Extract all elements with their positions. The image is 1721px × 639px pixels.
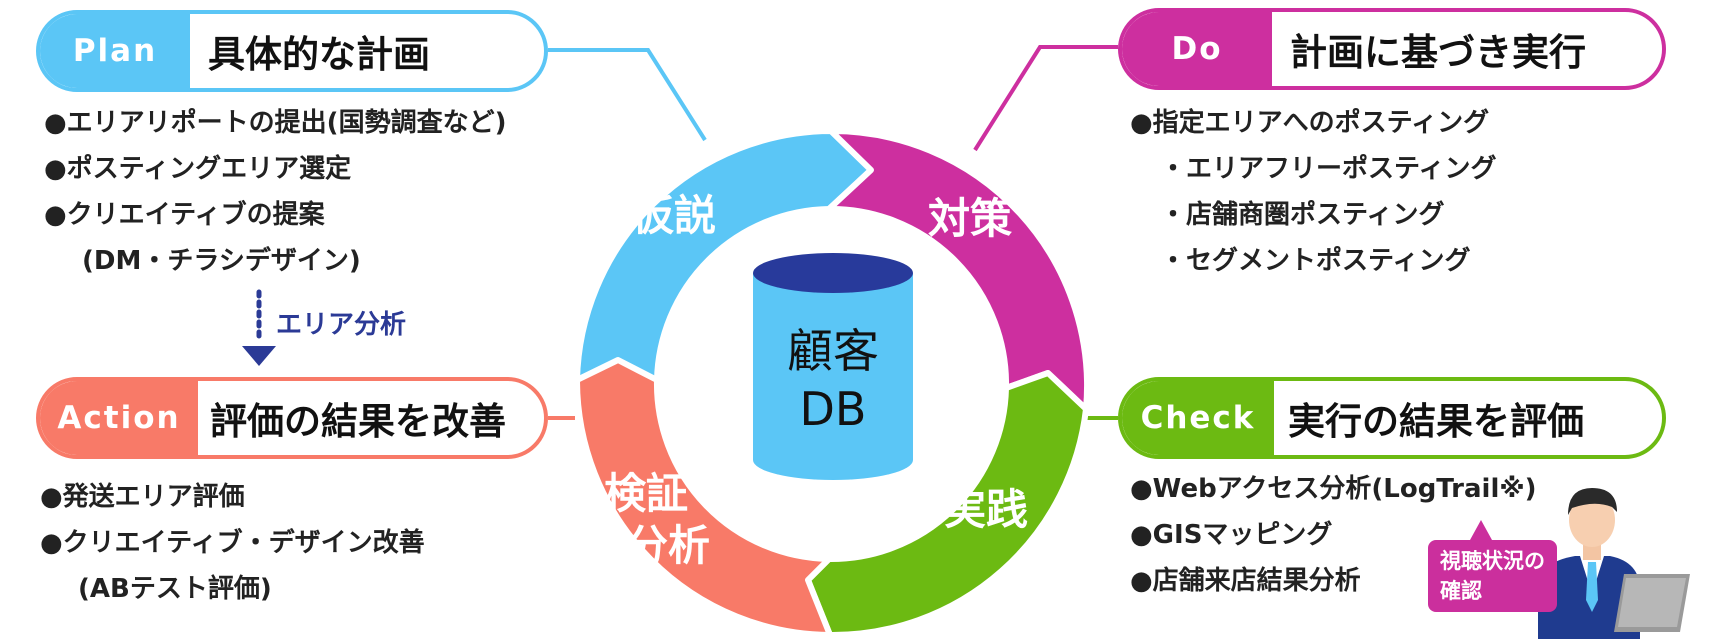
verify-label: 検証・ 分析 <box>604 468 730 572</box>
do-tag: Do <box>1122 12 1272 86</box>
list-item: ●エリアリポートの提出(国勢調査など) <box>44 108 507 138</box>
list-item: ●GISマッピング <box>1130 520 1333 550</box>
list-item: ●Webアクセス分析(LogTrail※) <box>1130 474 1537 504</box>
measure-label: 対策 <box>928 194 1013 243</box>
area-analysis-arrow <box>242 289 276 366</box>
list-item: ●クリエイティブの提案 <box>44 200 325 230</box>
database-cylinder-icon <box>753 253 913 480</box>
plan-list: ●エリアリポートの提出(国勢調査など) ●ポスティングエリア選定 ●クリエイティ… <box>44 100 506 284</box>
do-title: 計画に基づき実行 <box>1290 31 1586 74</box>
do-connector <box>973 45 1118 152</box>
action-tag: Action <box>40 381 198 455</box>
list-item: ・エリアフリーポスティング <box>1160 154 1497 184</box>
list-item: (DM・チラシデザイン) <box>82 246 361 276</box>
list-item: (ABテスト評価) <box>78 574 272 604</box>
plan-title: 具体的な計画 <box>208 33 430 76</box>
list-item: ●ポスティングエリア選定 <box>44 154 352 184</box>
hypothesis-label: 仮説 <box>632 191 717 240</box>
action-pill: Action 評価の結果を改善 <box>36 377 548 459</box>
cycle-ring <box>574 127 1091 639</box>
viewing-status-bubble: 視聴状況の 確認 <box>1428 540 1557 612</box>
customer-db-label: 顧客 DB <box>753 322 913 438</box>
check-pill: Check 実行の結果を評価 <box>1118 377 1666 459</box>
action-title: 評価の結果を改善 <box>210 400 506 443</box>
list-item: ●クリエイティブ・デザイン改善 <box>40 528 425 558</box>
list-item: ●発送エリア評価 <box>40 482 245 512</box>
plan-pill: Plan 具体的な計画 <box>36 10 548 92</box>
laptop-icon <box>1614 574 1690 632</box>
businessman-icon <box>1538 488 1640 639</box>
area-analysis-label: エリア分析 <box>276 310 407 340</box>
list-item: ●店舗来店結果分析 <box>1130 566 1361 596</box>
segment-verify <box>574 357 833 638</box>
bubble-line2: 確認 <box>1440 579 1482 603</box>
do-pill: Do 計画に基づき実行 <box>1118 8 1666 90</box>
db-label-line1: 顧客 <box>787 324 879 378</box>
plan-tag: Plan <box>40 14 190 88</box>
verify-label-line1: 検証・ <box>604 469 731 518</box>
db-label-line2: DB <box>799 382 867 436</box>
list-item: ●指定エリアへのポスティング <box>1130 108 1490 138</box>
bubble-line1: 視聴状況の <box>1440 549 1545 573</box>
check-tag: Check <box>1122 381 1274 455</box>
bubble-tail <box>1470 520 1492 540</box>
action-list: ●発送エリア評価 ●クリエイティブ・デザイン改善 (ABテスト評価) <box>40 474 425 612</box>
check-title: 実行の結果を評価 <box>1288 400 1584 443</box>
list-item: ・店舗商圏ポスティング <box>1160 200 1445 230</box>
list-item: ・セグメントポスティング <box>1160 246 1471 276</box>
do-list: ●指定エリアへのポスティング ・エリアフリーポスティング ・店舗商圏ポスティング… <box>1130 100 1496 284</box>
plan-connector <box>548 48 707 142</box>
practice-label: 実践 <box>944 485 1029 534</box>
check-list: ●Webアクセス分析(LogTrail※) ●GISマッピング ●店舗来店結果分… <box>1130 466 1537 604</box>
verify-label-line2: 分析 <box>626 521 711 570</box>
